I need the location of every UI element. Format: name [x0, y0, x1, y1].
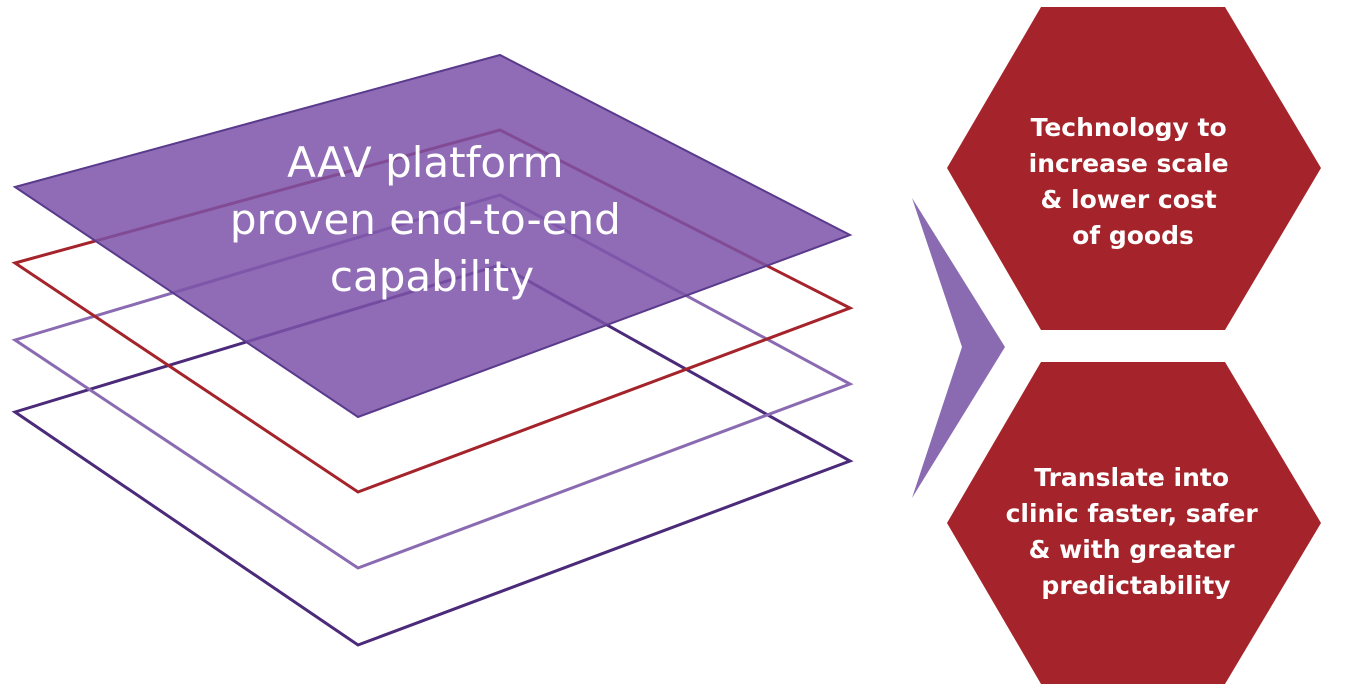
outcome-1-line-2: increase scale — [1029, 149, 1229, 178]
outcome-1-line-1: Technology to — [1031, 113, 1227, 142]
outcome-hexagon-1 — [947, 7, 1321, 330]
platform-layer-top — [12, 53, 853, 419]
outcome-1-label: Technology to increase scale & lower cos… — [1029, 113, 1238, 250]
platform-label-line-1: AAV platform — [287, 138, 564, 187]
outcome-2-label: Translate into clinic faster, safer & wi… — [1006, 463, 1267, 600]
outcome-2-line-3: & with greater — [1029, 535, 1236, 564]
outcome-1-line-4: of goods — [1072, 221, 1194, 250]
platform-label: AAV platform proven end-to-end capabilit… — [230, 138, 634, 301]
outcome-2-line-4: predictability — [1041, 571, 1230, 600]
outcome-hexagon-2 — [947, 362, 1321, 684]
outcome-2-line-2: clinic faster, safer — [1006, 499, 1259, 528]
outcome-2-line-1: Translate into — [1034, 463, 1229, 492]
outcome-1-line-3: & lower cost — [1041, 185, 1217, 214]
platform-label-line-2: proven end-to-end — [230, 195, 621, 244]
chevron-right-icon — [912, 198, 1005, 498]
platform-label-line-3: capability — [330, 252, 534, 301]
